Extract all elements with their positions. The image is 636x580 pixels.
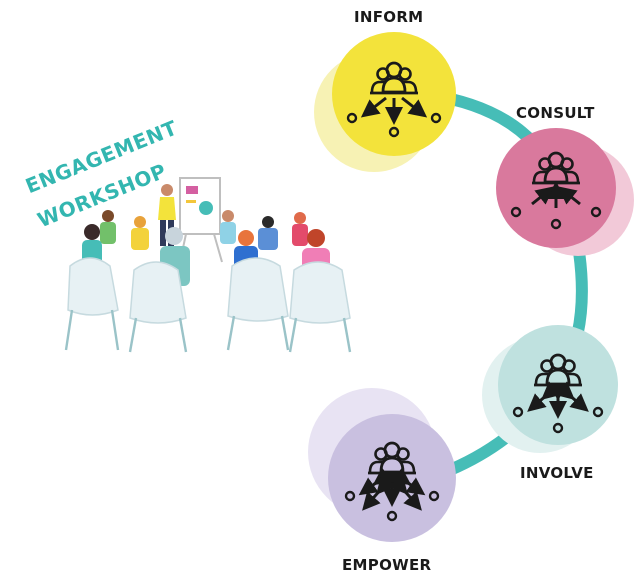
inform-label: INFORM [354, 8, 424, 26]
consult-circle [496, 128, 616, 248]
people-arrows-out-icon [346, 61, 442, 138]
chairs-group [64, 257, 352, 353]
involve-node [482, 325, 618, 453]
empower-circle [328, 414, 456, 542]
involve-label: INVOLVE [520, 464, 594, 482]
presentation-board-icon [179, 177, 223, 263]
people-arrows-both-icon [512, 353, 604, 434]
consult-node [496, 128, 634, 256]
people-arrows-in-icon [510, 151, 602, 230]
participants-back-row [100, 210, 308, 250]
consult-label: CONSULT [516, 104, 595, 122]
workshop-illustration [64, 177, 352, 353]
inform-node [314, 32, 456, 172]
empower-label: EMPOWER [342, 556, 432, 574]
empower-node [308, 388, 456, 542]
people-arrows-all-icon [344, 441, 440, 522]
